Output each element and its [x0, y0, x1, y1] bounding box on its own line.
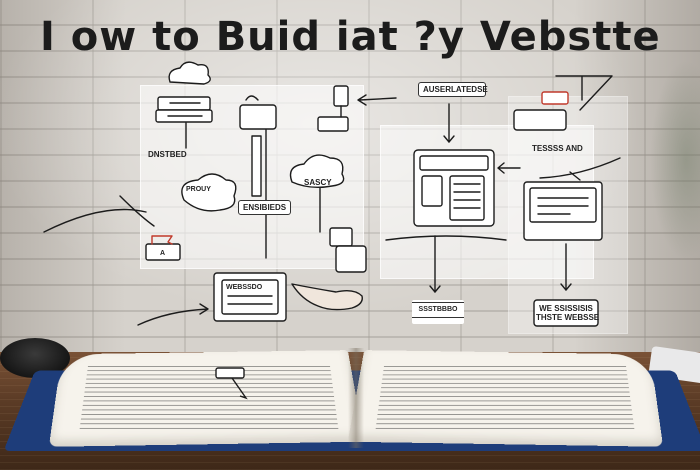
bottom-mid-label: SSSTBBBO [412, 302, 464, 319]
monitor-icon [213, 272, 287, 322]
cloud-icon [168, 61, 211, 85]
right-note-label: TESSSS AND [532, 144, 583, 153]
monitor-icon [523, 181, 603, 241]
left-note-label: DNSTBED [148, 150, 187, 159]
book-gutter [348, 348, 364, 448]
cloud-left-label: PROUY [186, 186, 211, 193]
bottom-right-line-1: WE SSISSISIS [539, 304, 593, 313]
center-box-label: ENSIBIEDS [238, 200, 292, 216]
flag-icon [145, 243, 181, 261]
flag-box-label: A [160, 250, 166, 257]
plant-blur [650, 60, 700, 260]
hand-pointer-icon [291, 283, 363, 311]
bottom-center-box-label: WEBSSDO [226, 284, 263, 291]
bottom-right-box-label: WE SSISSISIS THSTE WEBSSE [536, 304, 600, 323]
cloud-mid-label: SASCY [304, 178, 332, 187]
bottom-right-line-2: THSTE WEBSSE [536, 313, 600, 323]
page-title: I ow to Buid iat ?y Vebstte [40, 14, 661, 60]
server-icon [413, 149, 495, 227]
cloud-icon [289, 154, 345, 189]
cloud-icon [181, 173, 237, 212]
top-mid-box-label: AUSERLATEDSE [418, 82, 488, 98]
